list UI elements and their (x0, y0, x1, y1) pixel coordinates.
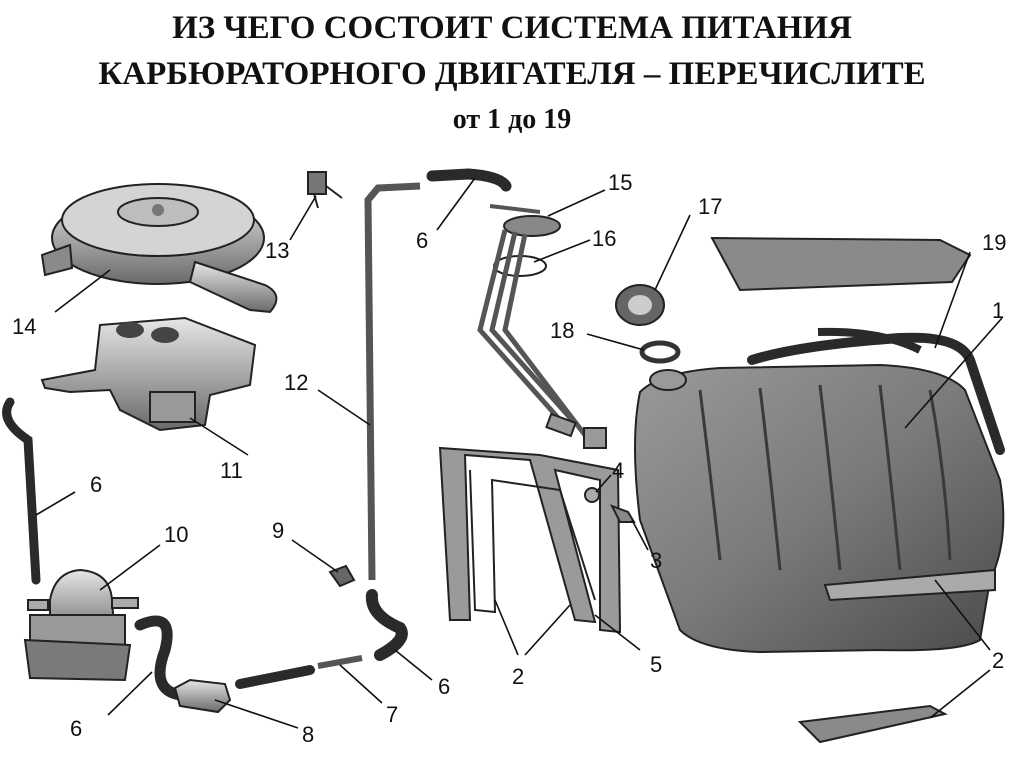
callout-6-middle: 6 (438, 674, 450, 699)
carburetor (40, 316, 257, 432)
callout-6-left: 6 (90, 472, 102, 497)
callout-5: 5 (650, 652, 662, 677)
callout-15: 15 (608, 170, 632, 195)
fuel-tank (634, 363, 1005, 654)
callout-18: 18 (550, 318, 574, 343)
tank-straps (438, 446, 622, 634)
callout-11: 11 (220, 458, 243, 483)
filler-cap (615, 284, 665, 326)
fuel-hose-top (426, 168, 512, 192)
title-line-1: ИЗ ЧЕГО СОСТОИТ СИСТЕМА ПИТАНИЯ (172, 10, 852, 46)
callout-7: 7 (386, 702, 398, 727)
callout-8: 8 (302, 722, 314, 747)
leader-lines (35, 177, 1003, 729)
heat-shield (710, 236, 972, 292)
callout-16: 16 (592, 226, 616, 251)
tank-strap-bottom (797, 704, 948, 744)
callout-4: 4 (612, 458, 624, 483)
callout-2-right: 2 (992, 648, 1004, 673)
callout-1: 1 (992, 298, 1004, 323)
fuel-level-sensor (477, 204, 607, 449)
seal-ring (639, 340, 681, 364)
callout-17: 17 (698, 194, 722, 219)
fuel-hose-pump (134, 615, 186, 701)
callout-6-top: 6 (416, 228, 428, 253)
callout-12: 12 (284, 370, 308, 395)
title-line-2: КАРБЮРАТОРНОГО ДВИГАТЕЛЯ – ПЕРЕЧИСЛИТЕ (98, 56, 926, 92)
title-line-3: от 1 до 19 (452, 104, 572, 135)
air-filter (40, 183, 278, 314)
fuel-hose-left (2, 397, 41, 585)
vent-hose-2 (817, 327, 922, 354)
callout-13: 13 (265, 238, 289, 263)
fuel-tube-12 (364, 182, 421, 581)
fuel-hose-middle (235, 665, 315, 689)
callout-2-middle: 2 (512, 664, 524, 689)
fuel-filter (173, 678, 232, 714)
callout-6-bottom: 6 (70, 716, 82, 741)
fuel-pump (23, 568, 139, 682)
callout-10: 10 (164, 522, 188, 547)
fuel-hose-bottom (365, 589, 408, 661)
bolt (609, 504, 636, 523)
fitting-13 (307, 171, 343, 209)
fuel-tube-7 (317, 655, 363, 669)
callout-3: 3 (650, 548, 662, 573)
callout-19: 19 (982, 230, 1006, 255)
callout-9: 9 (272, 518, 284, 543)
callout-14: 14 (12, 314, 36, 339)
